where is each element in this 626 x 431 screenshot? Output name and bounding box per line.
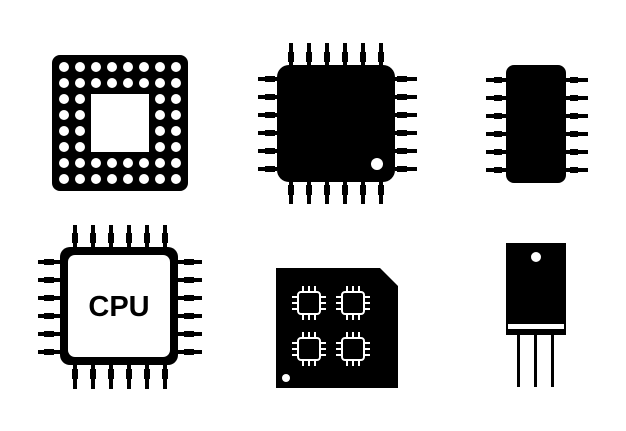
multi-core-processor-icon [276,268,398,388]
cpu-chip-icon: CPU [38,225,202,389]
to-220-transistor-icon [506,243,566,387]
cpu-label: CPU [88,291,149,323]
dip-ic-chip-icon [486,65,588,183]
pga-socket-chip-icon [52,55,188,191]
qfp-microchip-icon [258,43,417,204]
